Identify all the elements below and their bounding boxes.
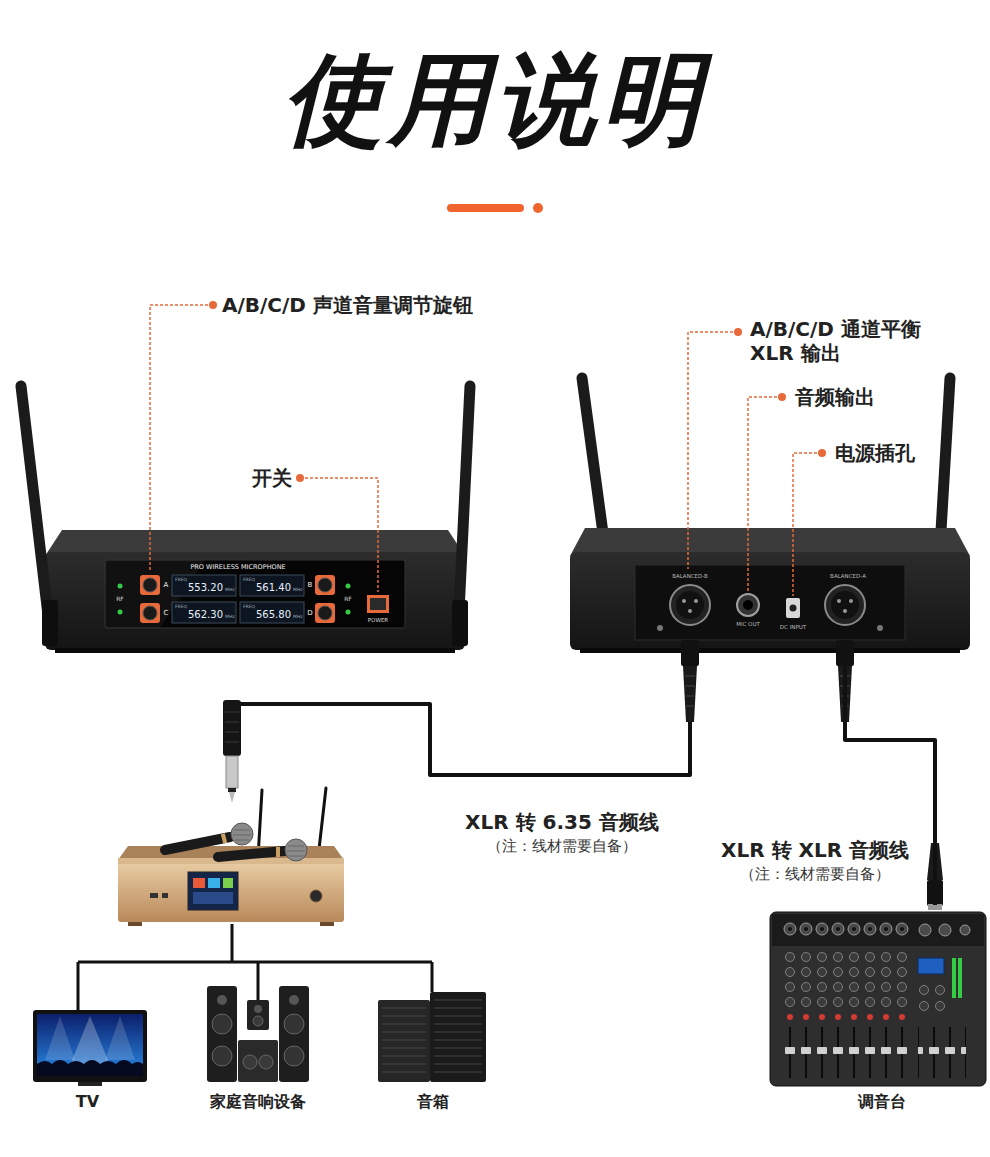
cable-note: （注：线材需要自备）: [740, 865, 890, 883]
callout-label: A/B/C/D 通道平衡 XLR 输出: [750, 317, 955, 365]
home-audio-picture: [207, 986, 309, 1082]
panel-marking: BALANCED-A: [830, 573, 866, 580]
leader-dots: [209, 301, 826, 482]
channel-letter: C: [164, 609, 169, 617]
cable-6-35: [223, 640, 699, 803]
tv-device: TV: [30, 1000, 145, 1115]
leader-lines: [150, 305, 822, 596]
frequency-unit: MHz: [225, 614, 235, 619]
karaoke-amplifier: [118, 788, 344, 926]
lcd-caption: FREQ: [175, 577, 187, 582]
frequency-value: 561.40: [256, 582, 291, 594]
receiver-back: [570, 378, 970, 653]
title-decoration: [451, 203, 543, 213]
panel-marking: DC INPUT: [780, 624, 806, 631]
callout-label: A/B/C/D 声道音量调节旋钮: [222, 293, 473, 317]
frequency-unit: MHz: [225, 587, 235, 592]
receiver-front-panel: PRO WIRELESS MICROPHONE POWER: [45, 528, 465, 650]
cable-note: （注：线材需要自备）: [487, 837, 637, 855]
panel-marking: BALANCED-B: [672, 573, 708, 580]
lcd-caption: FREQ: [243, 577, 255, 582]
tv-picture: [33, 1010, 147, 1086]
led-label: RF: [344, 595, 352, 602]
page-title: 使用说明: [0, 40, 990, 160]
home-audio-device: 家庭音响设备: [195, 978, 320, 1115]
callout-label: 音频输出: [795, 385, 875, 409]
callout-label: 电源插孔: [835, 441, 915, 465]
channel-letter: B: [308, 581, 313, 589]
lcd-caption: FREQ: [243, 604, 255, 609]
cable-label: XLR 转 XLR 音频线: [719, 838, 911, 862]
receiver-front: [21, 386, 470, 653]
frequency-value: 562.30: [188, 609, 223, 621]
mixer-picture: [770, 912, 986, 1086]
lcd-caption: FREQ: [175, 604, 187, 609]
receiver-back-panel: BALANCED-B MIC OUT DC INPUT BALANCED-A: [570, 528, 970, 650]
panel-marking: MIC OUT: [736, 621, 760, 628]
mixer-device: 调音台: [765, 905, 987, 1115]
device-name: 音箱: [417, 1092, 449, 1111]
frequency-value: 565.80: [256, 609, 291, 621]
frequency-unit: MHz: [293, 614, 303, 619]
frequency-unit: MHz: [293, 587, 303, 592]
cable-label: XLR 转 6.35 音频线: [465, 810, 659, 834]
led-label: RF: [116, 595, 124, 602]
channel-letter: D: [307, 609, 312, 617]
device-name: 家庭音响设备: [210, 1092, 306, 1111]
channel-letter: A: [164, 581, 169, 589]
speaker-device: 音箱: [370, 985, 495, 1115]
distribution-wires: [78, 924, 432, 1010]
speaker-picture: [378, 992, 486, 1082]
callout-label: 开关: [252, 466, 292, 490]
panel-marking: POWER: [368, 617, 388, 624]
device-name: 调音台: [858, 1092, 906, 1111]
frequency-value: 553.20: [188, 582, 223, 594]
panel-marking: PRO WIRELESS MICROPHONE: [190, 564, 285, 572]
device-name: TV: [76, 1092, 99, 1111]
